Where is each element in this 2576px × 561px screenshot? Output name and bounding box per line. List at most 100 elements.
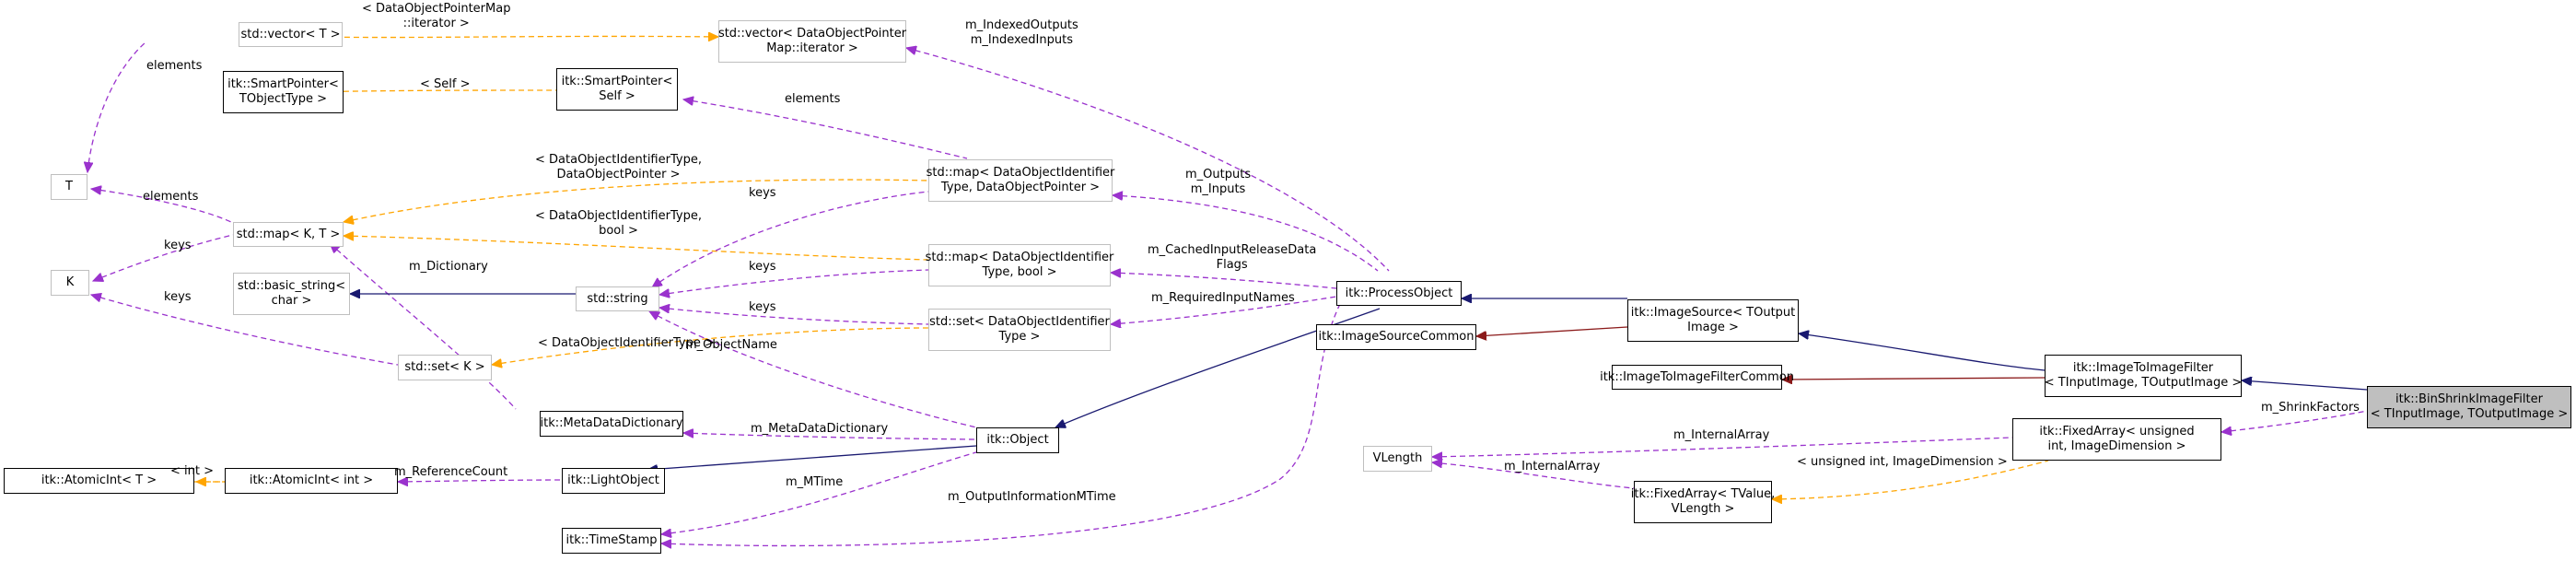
edge-label: < DataObjectIdentifierType, DataObjectPo… <box>535 153 702 181</box>
node-fixedarray-unsigned[interactable]: itk::FixedArray< unsigned int, ImageDime… <box>2012 418 2221 461</box>
node-image-source-common[interactable]: itk::ImageSourceCommon <box>1316 324 1476 350</box>
node-label: T <box>65 180 73 193</box>
edge-map-kt-to-metadict <box>330 243 517 410</box>
node-label: itk::MetaDataDictionary <box>540 416 683 430</box>
edge-label: keys <box>749 186 776 200</box>
node-std-map-bool[interactable]: std::map< DataObjectIdentifier Type, boo… <box>925 244 1114 286</box>
edge-label: < unsigned int, ImageDimension > <box>1797 455 2008 469</box>
node-smartpointer-self[interactable]: itk::SmartPointer< Self > <box>556 68 678 111</box>
edge-i2i-to-bin <box>2242 380 2368 391</box>
edge-set-k-to-set-dot <box>492 327 929 365</box>
node-vlength[interactable]: VLength <box>1363 446 1432 472</box>
node-label: itk::ImageToImageFilter < TInputImage, T… <box>2044 361 2243 390</box>
edge-fixedarray-unsigned-to-bin <box>2221 410 2368 432</box>
node-image-to-image-filter[interactable]: itk::ImageToImageFilter < TInputImage, T… <box>2045 355 2242 397</box>
edge-label: m_Dictionary <box>409 260 488 274</box>
edge-set-dot-to-processobject <box>1111 296 1337 324</box>
edge-label: elements <box>143 190 199 204</box>
edge-map-dop-to-processobject <box>1113 195 1379 272</box>
node-label: itk::TimeStamp <box>565 533 658 547</box>
node-atomicint-t[interactable]: itk::AtomicInt< T > <box>4 468 194 494</box>
node-std-map-dop[interactable]: std::map< DataObjectIdentifier Type, Dat… <box>926 159 1115 202</box>
edge-label: m_MetaDataDictionary <box>751 422 889 436</box>
node-label: std::map< K, T > <box>236 227 341 241</box>
edge-timestamp-to-processobject <box>661 301 1342 545</box>
node-label: itk::LightObject <box>567 473 659 487</box>
node-label: itk::BinShrinkImageFilter < TInputImage,… <box>2370 392 2569 421</box>
edge-k-to-set-k <box>91 295 399 366</box>
node-process-object[interactable]: itk::ProcessObject <box>1336 281 1462 306</box>
node-fixedarray-tvalue[interactable]: itk::FixedArray< TValue, VLength > <box>1631 481 1775 523</box>
edge-imagesource-to-i2i <box>1799 333 2046 371</box>
node-label: itk::FixedArray< unsigned int, ImageDime… <box>2039 425 2195 453</box>
node-label: std::map< DataObjectIdentifier Type, Dat… <box>926 166 1115 194</box>
edge-label: m_MTime <box>786 475 844 489</box>
edge-map-kt-to-map-bool <box>344 236 929 261</box>
node-image-to-image-filter-common[interactable]: itk::ImageToImageFilterCommon <box>1600 365 1794 390</box>
node-std-map-k-t[interactable]: std::map< K, T > <box>233 222 344 247</box>
node-label: itk::AtomicInt< int > <box>249 473 374 487</box>
node-label: std::basic_string< char > <box>237 279 346 308</box>
edge-k-to-map-kt <box>93 234 234 281</box>
node-object[interactable]: itk::Object <box>976 427 1059 453</box>
node-std-vector-t[interactable]: std::vector< T > <box>239 22 343 47</box>
edge-string-to-object <box>649 311 977 428</box>
edge-label: m_ObjectName <box>685 338 777 352</box>
edge-t-to-vector <box>87 41 146 172</box>
node-label: K <box>65 275 75 289</box>
node-label: std::map< DataObjectIdentifier Type, boo… <box>925 251 1114 279</box>
node-light-object[interactable]: itk::LightObject <box>562 468 665 494</box>
node-std-set-dot[interactable]: std::set< DataObjectIdentifier Type > <box>928 309 1111 351</box>
edge-label: m_IndexedOutputs m_IndexedInputs <box>965 18 1078 47</box>
node-label: std::vector< T > <box>240 27 341 41</box>
edge-label: elements <box>785 92 841 106</box>
node-atomicint-int[interactable]: itk::AtomicInt< int > <box>225 468 398 494</box>
node-metadata-dictionary[interactable]: itk::MetaDataDictionary <box>540 411 683 437</box>
edge-metadict-to-object <box>683 433 977 440</box>
node-label: itk::ImageSourceCommon <box>1318 330 1474 344</box>
node-label: std::vector< DataObjectPointer Map::iter… <box>717 27 907 55</box>
node-label: itk::ImageSource< TOutput Image > <box>1630 306 1796 334</box>
node-image-source[interactable]: itk::ImageSource< TOutput Image > <box>1627 299 1799 342</box>
node-t[interactable]: T <box>51 174 87 200</box>
edge-vector-to-dopmap-iterator <box>317 36 718 37</box>
node-std-vector-dop-iterator[interactable]: std::vector< DataObjectPointer Map::iter… <box>718 20 906 63</box>
edge-label: keys <box>749 260 776 274</box>
node-label: itk::ImageToImageFilterCommon <box>1600 369 1794 384</box>
edge-label: < DataObjectIdentifierType, bool > <box>535 209 702 238</box>
edge-string-to-map-dop <box>652 191 929 287</box>
node-label: itk::SmartPointer< TObjectType > <box>227 77 339 106</box>
edge-label: < DataObjectPointerMap ::iterator > <box>362 2 511 30</box>
edge-vlength-to-fixedarray-unsigned <box>1432 437 2013 457</box>
edge-i2icommon-to-i2i <box>1782 378 2046 380</box>
edge-object-to-processobject <box>1055 308 1381 427</box>
edge-label: m_RequiredInputNames <box>1151 291 1295 305</box>
node-label: std::set< K > <box>404 360 485 374</box>
edge-timestamp-to-object <box>661 449 986 534</box>
edge-label: m_InternalArray <box>1504 460 1601 473</box>
edge-vlength-to-fixedarray-tvalue <box>1432 462 1635 489</box>
node-timestamp[interactable]: itk::TimeStamp <box>562 528 661 554</box>
edge-atomicint-int-to-lightobject <box>398 480 563 482</box>
node-std-set-k[interactable]: std::set< K > <box>398 355 492 380</box>
edge-label: < int > <box>170 464 214 478</box>
edge-smartptr-self-to-map-dop <box>683 99 968 159</box>
edge-label: < DataObjectIdentifierType > <box>538 336 715 350</box>
edge-t-to-map-kt <box>91 189 234 224</box>
edge-label: m_InternalArray <box>1673 428 1770 442</box>
node-label: itk::Object <box>986 433 1049 447</box>
node-std-string[interactable]: std::string <box>576 286 659 311</box>
edge-imagesourcecommon-to-imagesource <box>1476 326 1628 336</box>
node-label: std::set< DataObjectIdentifier Type > <box>929 315 1110 344</box>
node-smartpointer-tobjecttype[interactable]: itk::SmartPointer< TObjectType > <box>223 71 344 113</box>
node-basic-string[interactable]: std::basic_string< char > <box>233 273 350 315</box>
node-bin-shrink-image-filter[interactable]: itk::BinShrinkImageFilter < TInputImage,… <box>2367 386 2571 428</box>
node-k[interactable]: K <box>51 270 89 296</box>
node-label: std::string <box>587 291 648 306</box>
node-label: itk::ProcessObject <box>1345 286 1453 300</box>
edge-label: keys <box>749 300 776 314</box>
node-label: itk::SmartPointer< Self > <box>561 75 673 103</box>
edge-label: m_ShrinkFactors <box>2261 401 2360 415</box>
edge-label: m_ReferenceCount <box>394 465 508 479</box>
